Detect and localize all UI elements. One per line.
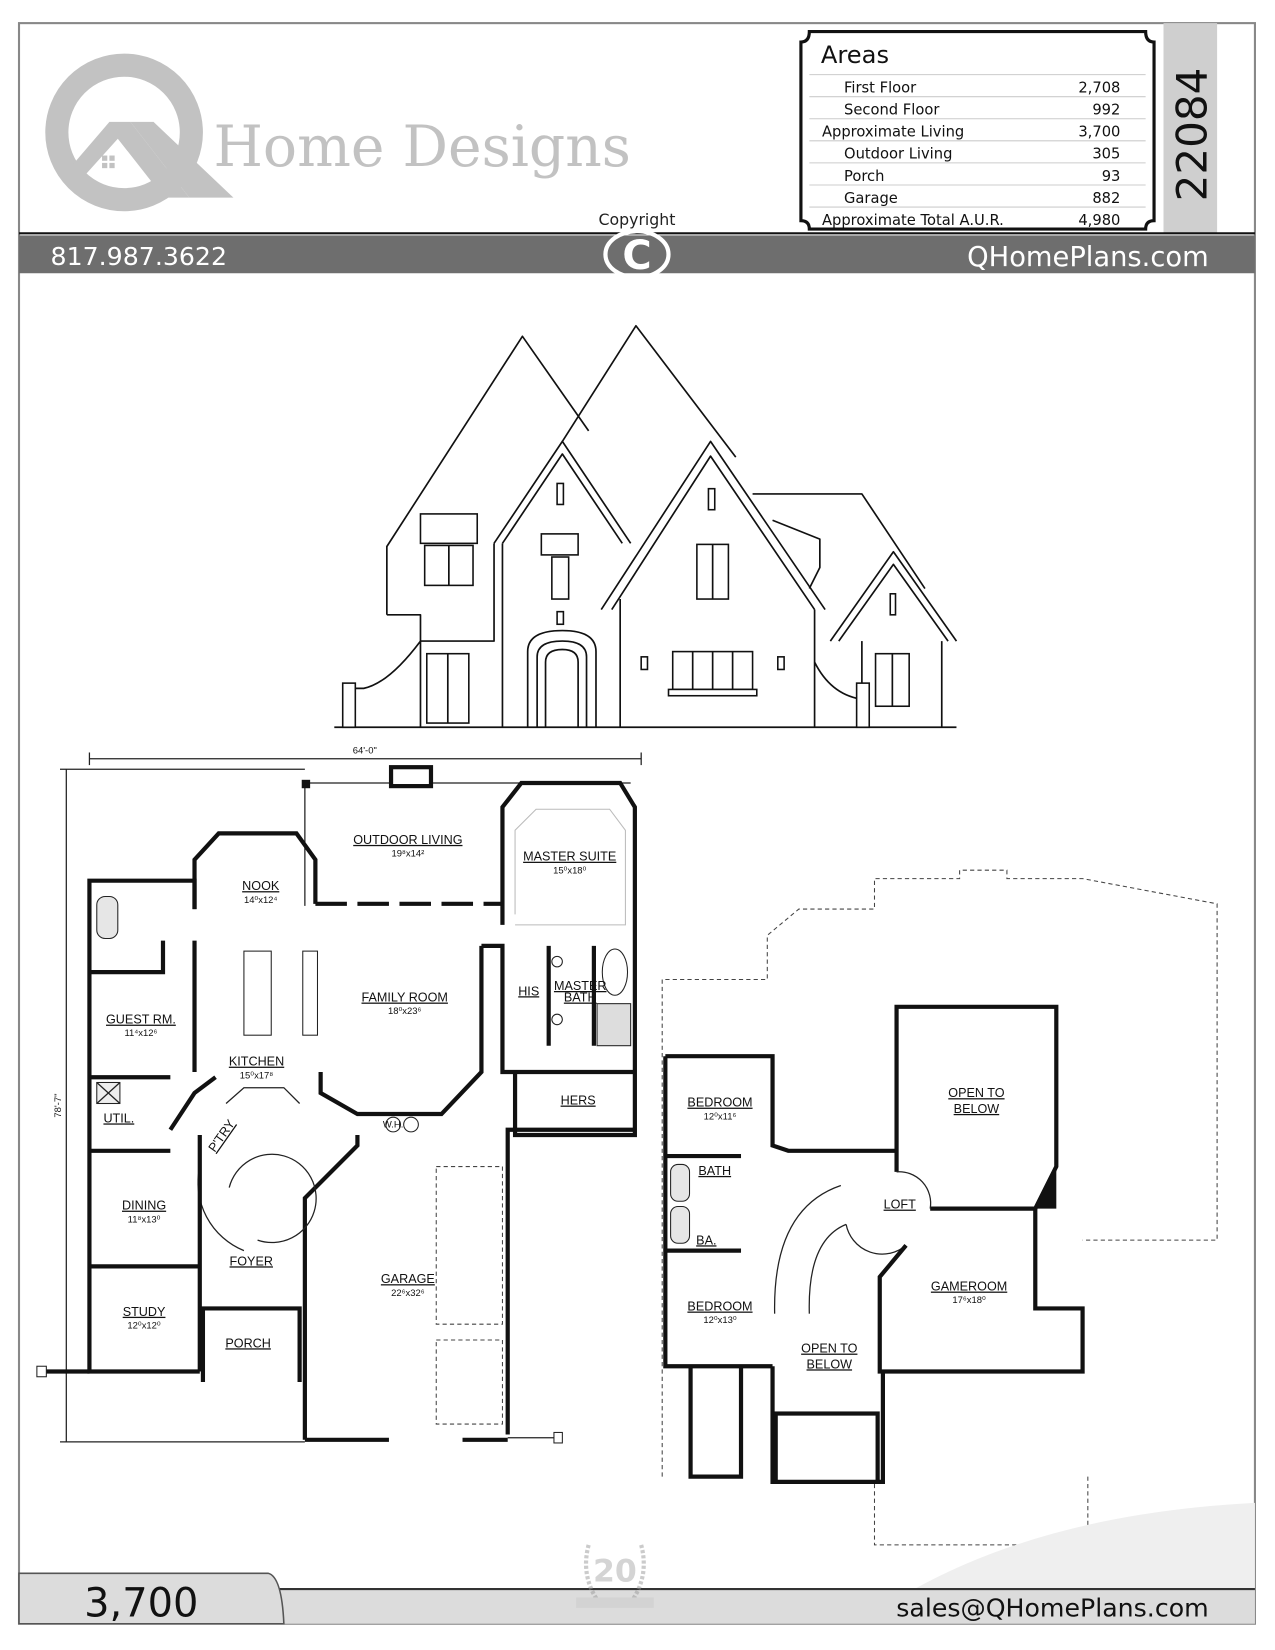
room-ba: BA. [696, 1233, 716, 1247]
room-bedroom-1: BEDROOM [687, 1096, 752, 1110]
area-row-label: Garage [844, 190, 898, 207]
room-master-suite: MASTER SUITE [523, 850, 616, 864]
room-study-size: 12⁰x12⁰ [127, 1320, 160, 1331]
copyright-symbol: C [622, 233, 651, 279]
room-his: HIS [518, 984, 539, 998]
room-family-size: 18⁰x23⁶ [388, 1006, 421, 1017]
20-years-badge-icon: 20 [576, 1544, 654, 1608]
area-row-value: 882 [1092, 190, 1120, 207]
area-row-label: Porch [844, 168, 884, 185]
room-guest: GUEST RM. [106, 1013, 176, 1027]
room-master-bath-line2: BATH [564, 991, 597, 1005]
room-nook: NOOK [242, 879, 280, 893]
room-garage-size: 22⁶x32⁶ [391, 1288, 425, 1299]
room-kitchen: KITCHEN [229, 1055, 284, 1069]
room-porch: PORCH [225, 1336, 271, 1350]
sqft-tab [18, 1572, 285, 1625]
room-master-bath: MASTER [554, 979, 607, 993]
logo-house-roof-icon [65, 121, 190, 198]
area-row-value: 305 [1092, 146, 1120, 163]
badge-number: 20 [593, 1554, 637, 1590]
area-row-label: First Floor [844, 79, 917, 96]
water-heater-label: W.H. [383, 1120, 403, 1131]
copyright-icon: C [603, 229, 671, 280]
room-open-to-below-2-line2: BELOW [807, 1357, 853, 1371]
sales-email: sales@QHomePlans.com [896, 1593, 1208, 1622]
room-gameroom-size: 17⁶x18⁰ [952, 1295, 986, 1306]
copyright-label: Copyright [598, 210, 675, 229]
logo-window-icon [102, 155, 115, 169]
room-kitchen-size: 15⁰x17⁸ [240, 1070, 273, 1081]
depth-dimension: 78'-7" [53, 1094, 64, 1118]
plan-number-strip [1163, 23, 1218, 234]
room-outdoor-living: OUTDOOR LIVING [353, 833, 462, 847]
room-dining: DINING [122, 1199, 166, 1213]
room-open-to-below-1-line2: BELOW [954, 1102, 1000, 1116]
area-row-value: 3,700 [1078, 124, 1120, 141]
room-gameroom: GAMEROOM [931, 1280, 1007, 1294]
area-row-label: Outdoor Living [844, 146, 952, 163]
logo-text: Home Designs [213, 114, 630, 180]
room-guest-size: 11⁴x12⁶ [124, 1028, 157, 1039]
room-dining-size: 11⁸x13⁰ [128, 1214, 161, 1225]
room-foyer: FOYER [230, 1254, 273, 1268]
logo: Home Designs [45, 53, 631, 212]
room-bath: BATH [698, 1164, 731, 1178]
area-row-label: Second Floor [844, 102, 940, 119]
contact-band [19, 235, 1255, 274]
room-study: STUDY [123, 1305, 166, 1319]
width-dimension: 64'-0" [353, 746, 377, 757]
area-row-value: 992 [1092, 102, 1120, 119]
phone-number: 817.987.3622 [51, 242, 227, 271]
room-open-to-below-1: OPEN TO [948, 1086, 1004, 1100]
room-hers: HERS [561, 1094, 596, 1108]
room-open-to-below-2: OPEN TO [801, 1342, 857, 1356]
area-row-value: 93 [1102, 168, 1121, 185]
total-sqft: 3,700 [84, 1580, 198, 1626]
website-link: QHomePlans.com [967, 242, 1209, 273]
logo-q-tail [130, 121, 234, 198]
second-floor-plan: BEDROOM 12⁰x11⁶ OPEN TO BELOW BATH LOFT … [661, 869, 1218, 1546]
footer-swoosh [914, 1502, 1255, 1590]
logo-q-ring [45, 53, 203, 212]
room-family: FAMILY ROOM [362, 991, 448, 1005]
areas-frame [799, 29, 1156, 231]
room-bedroom-1-size: 12⁰x11⁶ [704, 1111, 737, 1122]
area-row-label: Approximate Total A.U.R. [822, 212, 1004, 229]
room-bedroom-2: BEDROOM [687, 1300, 752, 1314]
room-garage: GARAGE [381, 1272, 435, 1286]
room-loft: LOFT [884, 1198, 917, 1212]
area-row-label: Approximate Living [822, 124, 964, 141]
room-nook-size: 14⁰x12⁴ [244, 895, 278, 906]
plan-number: 22084 [1168, 68, 1217, 202]
room-master-suite-size: 15⁰x18⁰ [553, 865, 586, 876]
first-floor-plan: 64'-0" 78'-7" [36, 746, 642, 1444]
room-bedroom-2-size: 12⁰x13⁰ [703, 1315, 736, 1326]
area-row-value: 4,980 [1078, 212, 1120, 229]
room-outdoor-living-size: 19⁸x14² [391, 849, 424, 860]
room-util: UTIL. [103, 1111, 134, 1125]
areas-title: Areas [821, 41, 889, 69]
front-elevation-drawing [334, 324, 958, 729]
area-row-value: 2,708 [1078, 79, 1120, 96]
